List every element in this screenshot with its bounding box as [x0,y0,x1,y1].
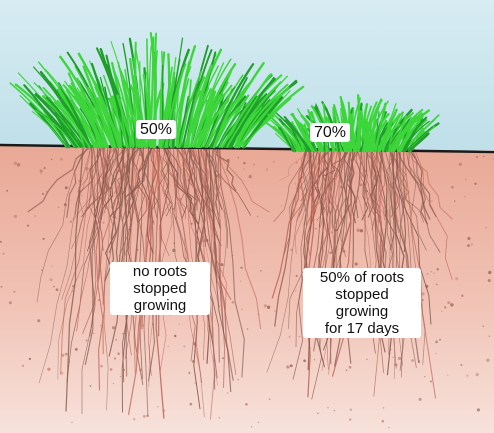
right-shoot-percent-label: 70% [310,123,350,142]
left-shoot-percent-label: 50% [136,120,176,139]
right-root-label: 50% of roots stopped growing for 17 days [303,268,421,338]
left-root-label: no roots stopped growing [110,262,210,315]
